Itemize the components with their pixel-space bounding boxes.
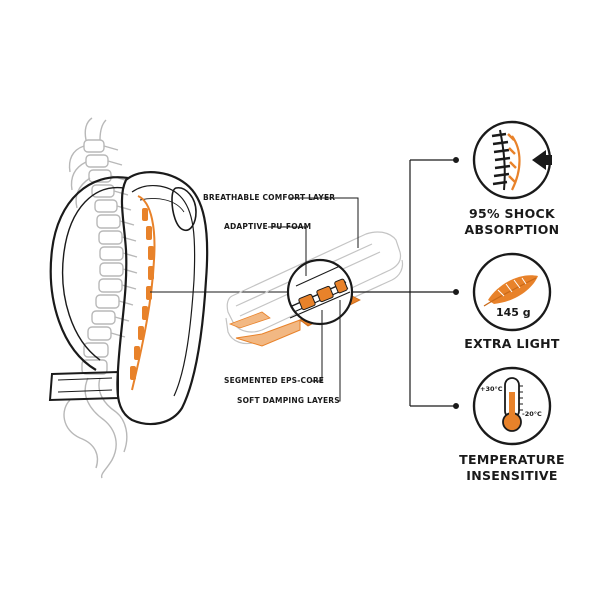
temp-low: -20°C	[522, 410, 542, 418]
label-breathable-comfort-layer: BREATHABLE COMFORT LAYER	[203, 193, 336, 202]
temp-high: +30°C	[480, 385, 503, 393]
feature-temp-line1: TEMPERATURE	[459, 452, 565, 467]
label-adaptive-pu-foam: ADAPTIVE PU-FOAM	[224, 222, 312, 231]
leader-lines	[268, 197, 359, 402]
feature-temp-caption: TEMPERATURE INSENSITIVE	[452, 452, 572, 484]
feature-light-caption: EXTRA LIGHT	[452, 336, 572, 352]
label-segmented-eps-core: SEGMENTED EPS-CORE	[224, 376, 325, 385]
back-protector	[48, 171, 209, 426]
magnifier-circle	[286, 258, 354, 326]
label-soft-damping-layers: SOFT DAMPING LAYERS	[237, 396, 340, 405]
feature-shock-line2: ABSORPTION	[464, 222, 560, 237]
feather-weight: 145 g	[496, 306, 531, 319]
feature-temp-line2: INSENSITIVE	[466, 468, 558, 483]
feature-bracket	[352, 157, 460, 410]
feature-shock-line1: 95% SHOCK	[469, 206, 555, 221]
thermometer-icon	[472, 366, 552, 446]
spine-shock-icon	[472, 120, 552, 200]
protector-eps-core	[130, 195, 156, 391]
spine-illustration	[63, 117, 138, 479]
feature-shock-caption: 95% SHOCK ABSORPTION	[452, 206, 572, 238]
feather-icon	[472, 252, 552, 332]
feature-light-line1: EXTRA LIGHT	[464, 336, 560, 351]
